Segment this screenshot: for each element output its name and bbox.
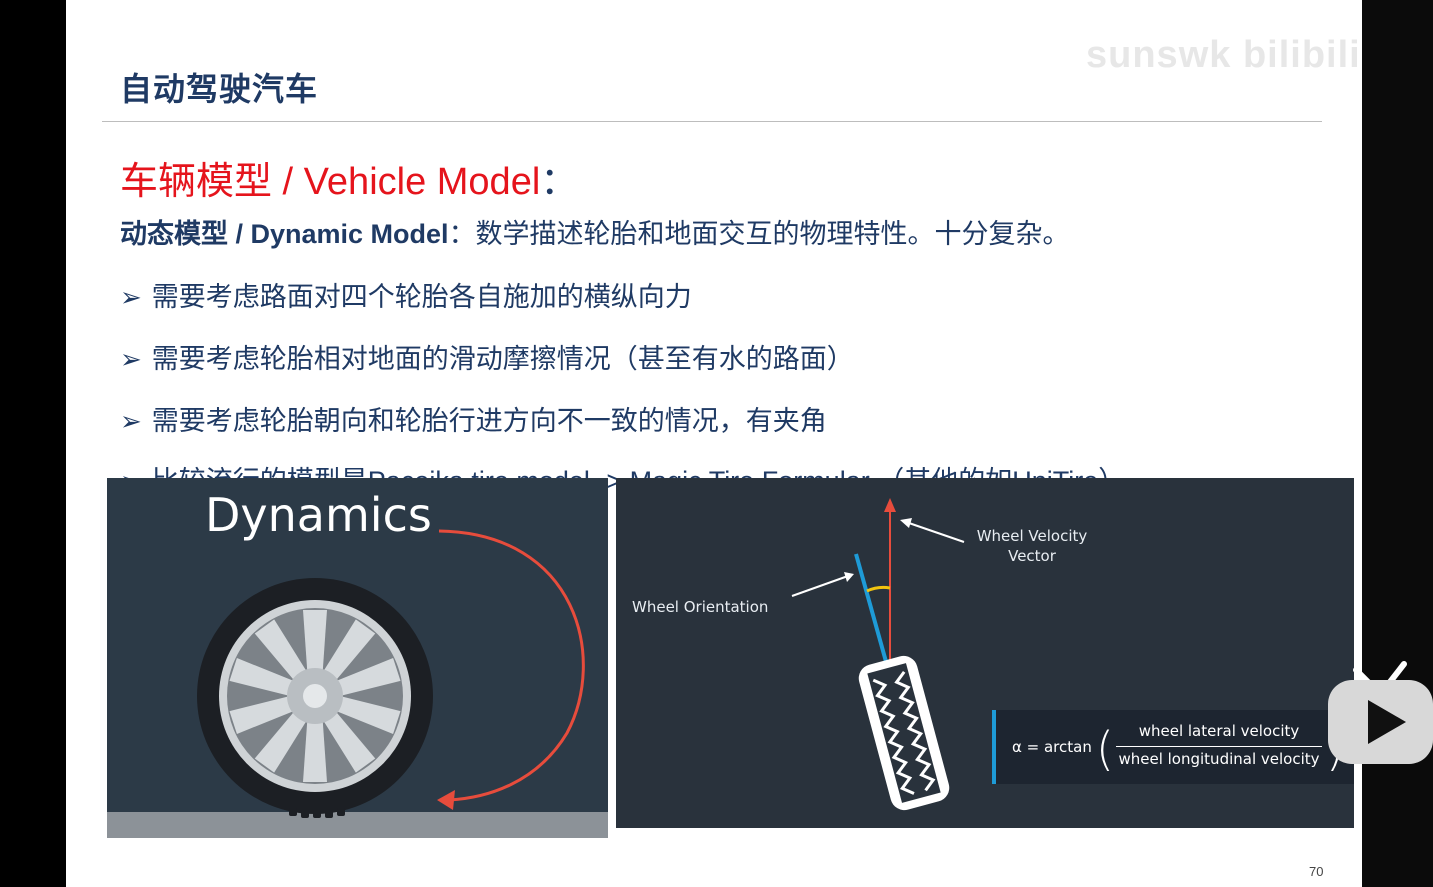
bullet-item: ➢ 需要考虑轮胎朝向和轮胎行进方向不一致的情况，有夹角 — [120, 399, 827, 438]
dynamics-figure: Dynamics — [107, 478, 608, 838]
wheel-velocity-label: Wheel Velocity Vector — [968, 526, 1096, 566]
slide-title: 自动驾驶汽车 — [120, 71, 319, 107]
velocity-pointer — [905, 521, 965, 543]
bullet-arrow-icon: ➢ — [120, 406, 142, 436]
wheel — [858, 655, 950, 811]
ground — [107, 812, 608, 838]
formula-denominator: wheel longitudinal velocity — [1118, 750, 1320, 768]
section-heading-text: 车辆模型 / Vehicle Model — [120, 161, 541, 203]
bilibili-play-icon — [1328, 661, 1433, 764]
section-heading: 车辆模型 / Vehicle Model： — [120, 150, 578, 205]
velocity-arrow-head — [884, 498, 896, 512]
bullet-text: 需要考虑路面对四个轮胎各自施加的横纵向力 — [151, 282, 692, 312]
page-number: 70 — [1309, 864, 1324, 879]
angle-arc — [866, 585, 891, 593]
bullet-item: ➢ 需要考虑路面对四个轮胎各自施加的横纵向力 — [120, 275, 692, 314]
fraction-bar — [1116, 746, 1322, 747]
slip-angle-figure: Wheel Velocity Vector Wheel Orientation … — [616, 478, 1354, 828]
divider — [102, 121, 1322, 122]
dynamic-model-label: 动态模型 / Dynamic Model — [120, 219, 449, 249]
section-heading-colon: ： — [540, 161, 579, 203]
bullet-arrow-icon: ➢ — [120, 344, 142, 374]
formula-lhs: α = arctan — [1012, 738, 1092, 756]
bullet-item: ➢ 需要考虑轮胎相对地面的滑动摩擦情况（甚至有水的路面） — [120, 337, 854, 376]
bullet-text: 需要考虑轮胎相对地面的滑动摩擦情况（甚至有水的路面） — [151, 344, 854, 374]
orientation-pointer — [791, 575, 849, 597]
tread — [289, 808, 345, 818]
dynamics-title: Dynamics — [205, 488, 432, 542]
wheel-velocity-label-line1: Wheel Velocity — [976, 527, 1088, 545]
bilibili-play-button[interactable] — [1326, 660, 1433, 766]
dynamic-model-desc: ：数学描述轮胎和地面交互的物理特性。十分复杂。 — [448, 219, 1070, 249]
rotation-arrow-head — [437, 790, 455, 810]
formula-left-paren: ( — [1096, 722, 1114, 776]
tire-illustration — [197, 529, 585, 818]
wheel-orientation-label: Wheel Orientation — [632, 598, 769, 616]
formula-numerator: wheel lateral velocity — [1138, 722, 1300, 740]
dynamic-model-line: 动态模型 / Dynamic Model：数学描述轮胎和地面交互的物理特性。十分… — [120, 212, 1070, 251]
wheel-velocity-label-line2: Vector — [1008, 547, 1056, 565]
hub-cap — [303, 684, 327, 708]
bullet-arrow-icon: ➢ — [120, 282, 142, 312]
watermark: sunswk bilibili — [1086, 34, 1361, 76]
slip-angle-formula: α = arctan ( wheel lateral velocity whee… — [992, 710, 1354, 784]
rotation-arrow — [438, 529, 585, 802]
bullet-text: 需要考虑轮胎朝向和轮胎行进方向不一致的情况，有夹角 — [151, 406, 827, 436]
orientation-line — [854, 553, 892, 677]
slip-angle-illustration — [791, 498, 965, 811]
